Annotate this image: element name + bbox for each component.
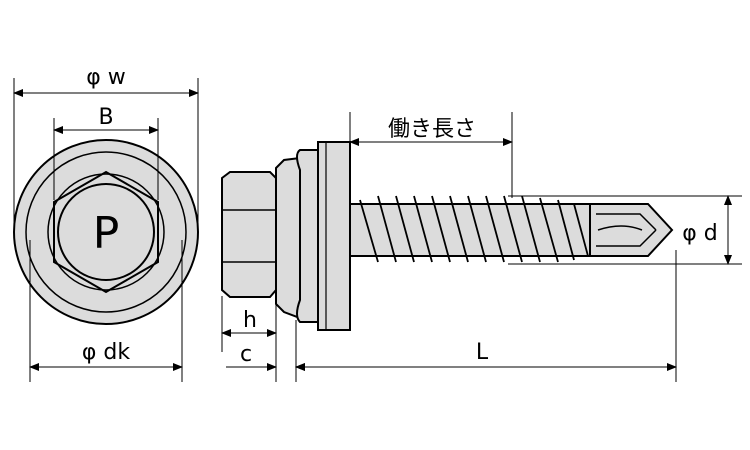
hex-head-side bbox=[221, 171, 277, 298]
front-view: P φ w B φ dk bbox=[13, 65, 199, 382]
p-mark-label: P bbox=[93, 208, 120, 259]
steel-washer-side bbox=[317, 141, 351, 331]
thread-lines bbox=[359, 195, 589, 263]
phi-dk-label: φ dk bbox=[82, 340, 130, 365]
drill-point bbox=[589, 203, 674, 257]
h-label: h bbox=[243, 308, 257, 333]
flange-side bbox=[275, 156, 301, 320]
epdm-washer-side bbox=[296, 149, 319, 323]
drill-flute-upper bbox=[596, 213, 657, 231]
b-label: B bbox=[98, 105, 113, 130]
phi-w-label: φ w bbox=[86, 65, 126, 90]
c-label: c bbox=[240, 342, 252, 367]
side-view: 働き長さ φ d h c L bbox=[221, 112, 742, 382]
p-mark-circle bbox=[57, 183, 155, 281]
drill-flute-lower bbox=[596, 229, 657, 247]
drill-flute-mid bbox=[597, 225, 643, 231]
phi-d-label: φ d bbox=[682, 221, 717, 246]
flange-circle bbox=[47, 173, 165, 291]
working-length-label: 働き長さ bbox=[388, 117, 476, 142]
l-label: L bbox=[476, 340, 489, 365]
